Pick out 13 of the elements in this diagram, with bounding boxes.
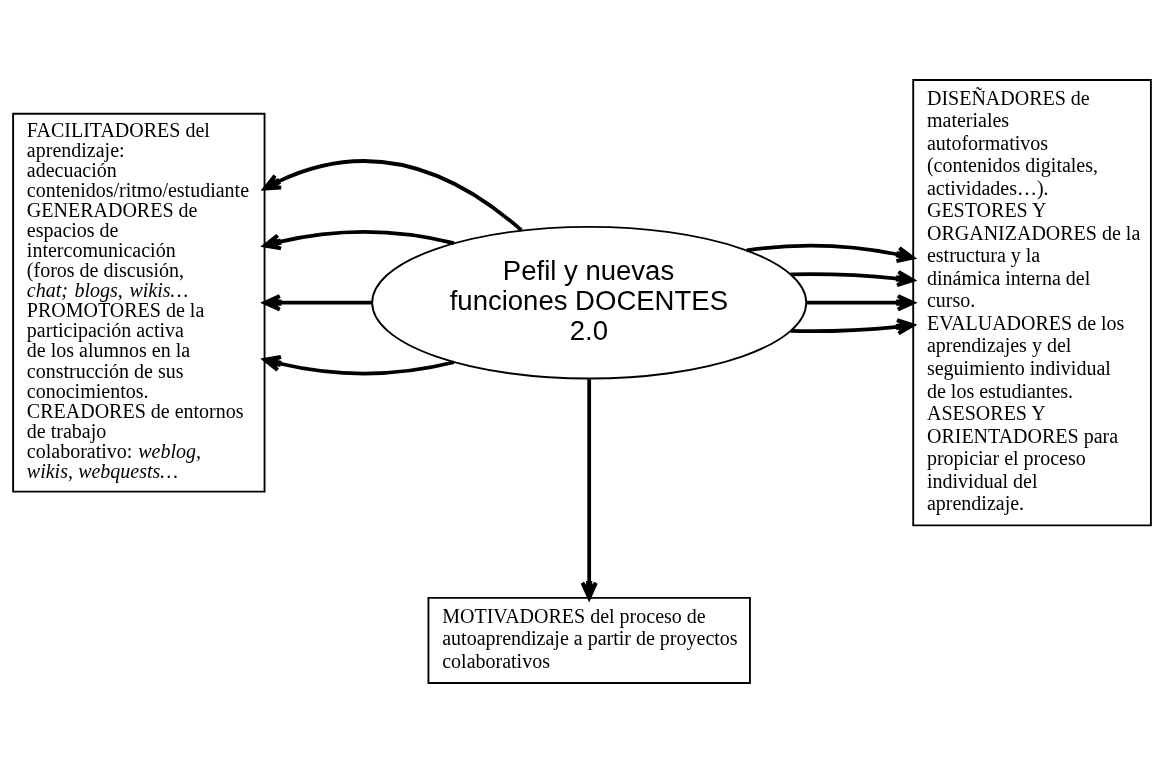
node-box: FACILITADORES del aprendizaje: adecuación contenidos/ritmo/estudiante GENERADORES de espacios de intercomunicación (foros de discusión, chat; blogs, wikis… PROMOTORES de la participación activa de los alumnos en la construcción de sus conocimientos. CREADORES de entornos de trabajo colaborativo: weblog, wikis, webquests…: [12, 112, 266, 493]
node-box: DISEÑADORES de materiales autoformativos (contenidos digitales, actividades…). GESTORES Y ORGANIZADORES de la estructura y la dinámica interna del curso. EVALUADORES de los aprendizajes y del seguimiento individual de los estudiantes. ASESORES Y ORIENTADORES para propiciar el proceso individual del aprendizaje.: [912, 79, 1152, 527]
arrow: [790, 318, 915, 336]
arrow: [262, 355, 455, 376]
arrow: [262, 159, 523, 232]
node-ellipse: Pefil y nuevas funciones DOCENTES 2.0: [371, 225, 808, 380]
node-box: MOTIVADORES del proceso de autoaprendizaje a partir de proyectos colaborativos: [427, 597, 751, 684]
arrow: [262, 294, 373, 312]
arrow: [790, 270, 915, 288]
arrow: [580, 379, 598, 600]
arrow: [806, 294, 915, 312]
arrow: [262, 230, 455, 251]
arrow: [746, 243, 915, 263]
